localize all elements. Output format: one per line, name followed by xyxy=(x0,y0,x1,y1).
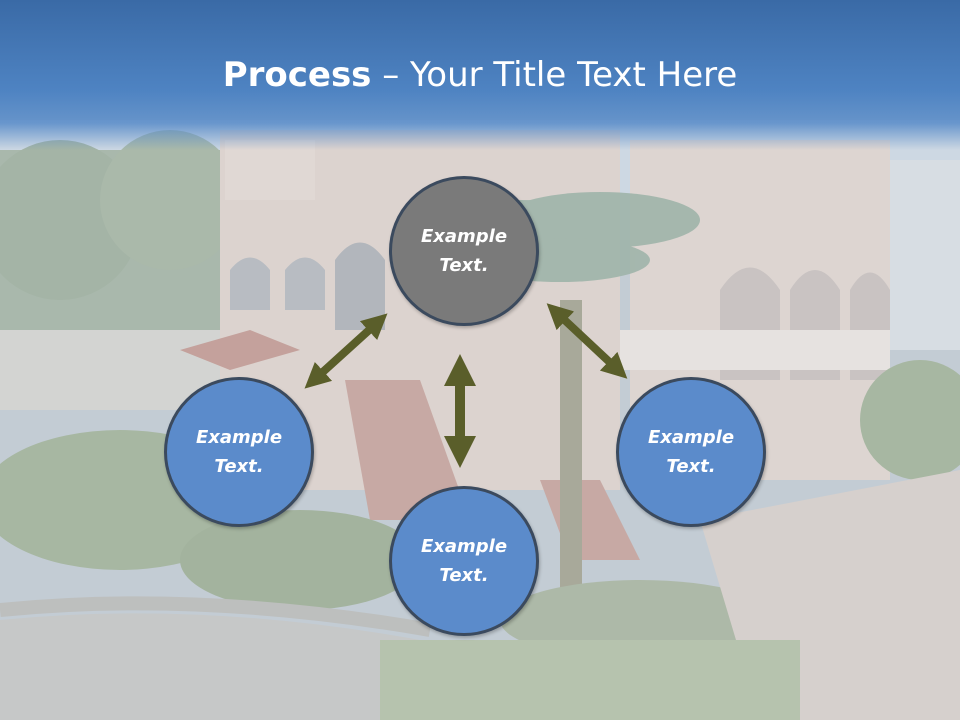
title-bold-part: Process xyxy=(222,55,372,95)
node-text-line2: Text. xyxy=(439,565,489,586)
slide-title[interactable]: Process – Your Title Text Here xyxy=(0,52,960,98)
process-node-right[interactable]: Example Text. xyxy=(616,377,766,527)
title-bar xyxy=(0,0,960,150)
arrow-top-left xyxy=(304,313,388,389)
arrow-top-right xyxy=(546,303,628,379)
process-node-left[interactable]: Example Text. xyxy=(164,377,314,527)
node-text-line1: Example xyxy=(647,427,735,448)
node-text-line1: Example xyxy=(420,226,508,247)
node-text-line2: Text. xyxy=(439,255,489,276)
node-text-line2: Text. xyxy=(214,456,264,477)
node-text-line2: Text. xyxy=(666,456,716,477)
title-regular-part: – Your Title Text Here xyxy=(371,55,738,95)
node-text-line1: Example xyxy=(195,427,283,448)
node-text-line1: Example xyxy=(420,536,508,557)
process-node-bottom[interactable]: Example Text. xyxy=(389,486,539,636)
process-node-top[interactable]: Example Text. xyxy=(389,176,539,326)
